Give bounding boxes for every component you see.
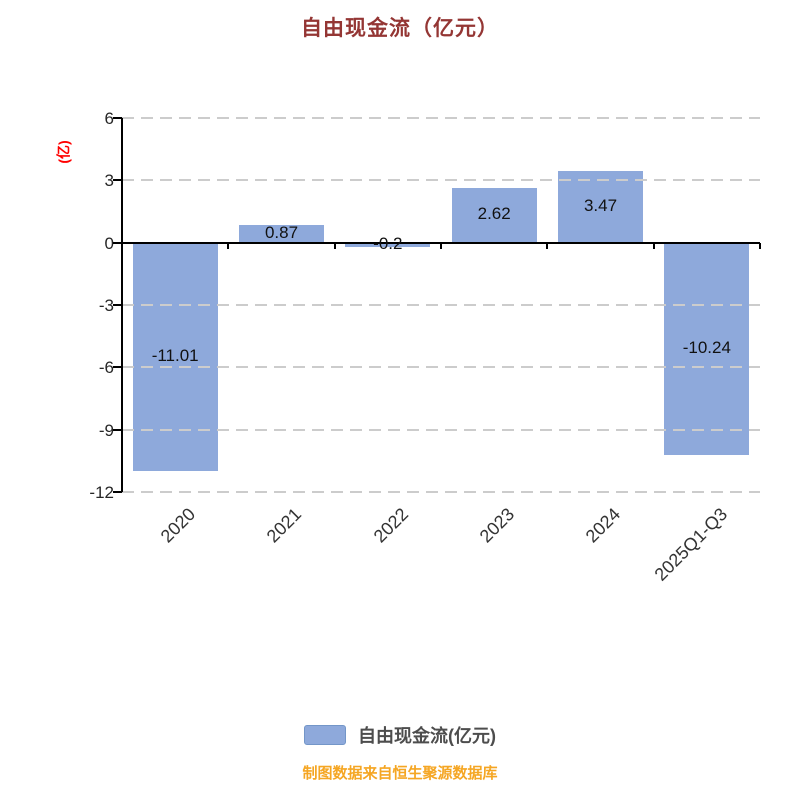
grid-line bbox=[122, 304, 760, 306]
y-tick-label: -9 bbox=[98, 420, 114, 440]
bar bbox=[345, 242, 431, 247]
x-axis-tick bbox=[546, 242, 549, 249]
y-tick-label: -12 bbox=[89, 483, 114, 502]
grid-line bbox=[122, 428, 760, 431]
grid-line bbox=[122, 366, 760, 369]
x-tick-label: 2023 bbox=[475, 504, 519, 547]
bar bbox=[451, 188, 537, 243]
bar bbox=[132, 242, 218, 472]
y-tick-label: -3 bbox=[98, 296, 114, 315]
x-tick-label: 2024 bbox=[582, 504, 625, 547]
y-tick-mark bbox=[113, 304, 122, 306]
y-axis-line bbox=[121, 118, 123, 492]
y-tick-mark bbox=[113, 117, 122, 119]
y-tick-mark bbox=[113, 366, 122, 369]
value-label: 3.47 bbox=[583, 195, 618, 215]
grid-line bbox=[122, 179, 760, 182]
bar bbox=[239, 224, 324, 243]
y-tick-mark bbox=[113, 428, 122, 431]
y-tick-label: -6 bbox=[98, 358, 114, 378]
y-tick-mark bbox=[113, 491, 122, 493]
x-tick-label: 2021 bbox=[263, 504, 306, 547]
value-label: -0.2 bbox=[373, 233, 403, 253]
bar bbox=[558, 170, 643, 243]
value-label: -10.24 bbox=[682, 338, 731, 358]
x-tick-label: 2025Q1-Q3 bbox=[650, 504, 731, 585]
plot-area: -11.01 2020 0.87 2021 -0.2 2022 2.62 2023 3.47 20… bbox=[89, 109, 761, 585]
legend-swatch bbox=[304, 725, 346, 745]
value-label: -11.01 bbox=[151, 346, 199, 366]
x-tick-label: 2020 bbox=[156, 504, 200, 547]
grid-line bbox=[122, 491, 760, 493]
bar bbox=[664, 242, 750, 456]
y-tick-mark bbox=[113, 241, 122, 244]
x-axis-tick bbox=[333, 242, 336, 249]
y-axis-unit-label: (亿) bbox=[55, 140, 72, 164]
x-axis-tick bbox=[759, 242, 761, 249]
chart-title: 自由现金流（亿元） bbox=[301, 17, 499, 40]
value-label: 2.62 bbox=[477, 204, 511, 224]
y-tick-mark bbox=[113, 179, 122, 182]
x-axis-tick bbox=[227, 242, 230, 249]
legend-label: 自由现金流(亿元) bbox=[358, 726, 496, 746]
value-label: 0.87 bbox=[264, 222, 299, 242]
x-axis-tick bbox=[652, 242, 655, 249]
legend: 自由现金流(亿元) bbox=[0, 722, 800, 748]
source-caption: 制图数据来自恒生聚源数据库 bbox=[302, 765, 498, 782]
y-tick-label: 6 bbox=[104, 109, 114, 128]
y-tick-label: 3 bbox=[104, 171, 114, 191]
x-axis-tick bbox=[440, 242, 442, 249]
grid-line bbox=[122, 117, 760, 119]
x-tick-label: 2022 bbox=[369, 504, 412, 547]
y-tick-label: 0 bbox=[104, 233, 114, 253]
